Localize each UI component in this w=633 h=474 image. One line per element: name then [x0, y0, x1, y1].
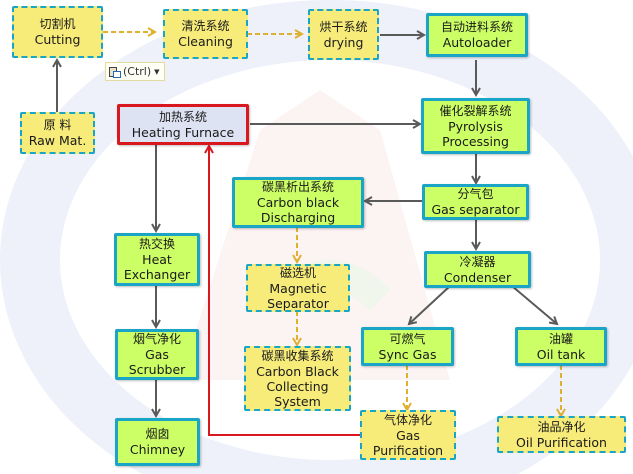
node-label-zh: 冷凝器 — [459, 254, 496, 269]
node-label-en: Magnetic — [269, 280, 327, 296]
node-label-en: Sync Gas — [378, 346, 437, 362]
node-label-en: Autoloader — [442, 35, 512, 50]
node-label-zh: 可燃气 — [389, 331, 426, 346]
node-label-en: Carbon black — [256, 195, 340, 210]
node-carbon-discharging: 碳黑析出系统 Carbon black Discharging — [232, 177, 364, 228]
node-label-zh: 催化裂解系统 — [439, 103, 512, 118]
node-label-en: Gas separator — [431, 202, 520, 217]
node-label-zh: 烟囱 — [145, 427, 170, 441]
node-heat-exchanger: 热交换 Heat Exchanger — [114, 233, 200, 286]
node-label-en: Cutting — [34, 32, 81, 47]
edge-gaspurification-to-furnace — [209, 146, 362, 436]
node-oil-tank: 油罐 Oil tank — [515, 327, 607, 366]
node-label-en: Gas — [145, 347, 169, 362]
node-label-zh: 原 料 — [43, 118, 72, 132]
node-gas-purification: 气体净化 Gas Purification — [360, 410, 456, 460]
node-label-en: Heat — [142, 252, 172, 267]
node-label-en: Processing — [442, 133, 509, 149]
node-label-en: System — [274, 393, 321, 409]
node-label-zh: 加热系统 — [158, 109, 207, 124]
node-condenser: 冷凝器 Condenser — [424, 251, 531, 288]
node-label-en: Collecting — [266, 378, 329, 394]
node-gas-separator: 分气包 Gas separator — [422, 184, 529, 220]
node-label-en: drying — [323, 34, 364, 50]
node-label-zh: 自动进料系统 — [440, 20, 513, 34]
node-label-zh: 分气包 — [457, 187, 494, 201]
node-label-en: Carbon Black — [256, 363, 339, 379]
node-pyrolysis: 催化裂解系统 Pyrolysis Processing — [421, 98, 530, 154]
node-label-zh: 烟气净化 — [132, 332, 181, 346]
paste-options-button[interactable]: (Ctrl) ▼ — [105, 62, 165, 81]
paste-options-label: (Ctrl) — [123, 65, 152, 78]
node-label-zh: 油品净化 — [537, 419, 586, 434]
node-label-en: Chimney — [129, 442, 186, 457]
clipboard-icon — [109, 66, 121, 78]
node-label-en: Oil Purification — [516, 434, 607, 450]
node-label-zh: 烘干系统 — [319, 19, 368, 34]
node-label-en: Separator — [267, 295, 329, 311]
node-label-zh: 油罐 — [548, 331, 573, 346]
edge-condenser-to-oiltank — [511, 285, 557, 324]
node-label-zh: 碳黑析出系统 — [261, 180, 334, 194]
node-label-zh: 清洗系统 — [181, 19, 230, 33]
node-heating-furnace: 加热系统 Heating Furnace — [117, 104, 249, 145]
node-label-en: Pyrolysis — [448, 118, 503, 134]
node-label-en: Condenser — [443, 269, 512, 285]
node-chimney: 烟囱 Chimney — [115, 418, 200, 466]
node-label-zh: 热交换 — [138, 237, 175, 251]
node-cleaning: 清洗系统 Cleaning — [163, 9, 248, 59]
node-label-zh: 磁选机 — [279, 265, 316, 280]
node-cutting: 切割机 Cutting — [12, 6, 103, 58]
node-label-en: Discharging — [260, 210, 336, 225]
node-label-en: Raw Mat. — [28, 133, 87, 148]
node-label-en: Heating Furnace — [131, 124, 235, 140]
node-carbon-collecting: 碳黑收集系统 Carbon Black Collecting System — [244, 346, 351, 411]
node-magnetic-separator: 磁选机 Magnetic Separator — [246, 264, 350, 312]
node-label-zh: 碳黑收集系统 — [261, 348, 334, 363]
node-autoloader: 自动进料系统 Autoloader — [426, 13, 528, 57]
node-sync-gas: 可燃气 Sync Gas — [361, 327, 454, 366]
node-label-zh: 切割机 — [39, 17, 76, 31]
node-label-en: Gas — [396, 427, 420, 443]
node-label-en: Cleaning — [178, 34, 233, 49]
node-drying: 烘干系统 drying — [308, 9, 379, 60]
node-raw-material: 原 料 Raw Mat. — [20, 112, 95, 154]
node-oil-purification: 油品净化 Oil Purification — [497, 416, 626, 453]
node-label-zh: 气体净化 — [383, 412, 432, 427]
node-label-en: Scrubber — [128, 362, 186, 377]
dropdown-caret-icon: ▼ — [154, 67, 160, 76]
node-label-en: Purification — [372, 442, 444, 458]
node-gas-scrubber: 烟气净化 Gas Scrubber — [115, 329, 199, 380]
node-label-en: Oil tank — [536, 346, 586, 362]
edge-condenser-to-syncgas — [409, 285, 451, 324]
node-label-en: Exchanger — [123, 267, 191, 282]
